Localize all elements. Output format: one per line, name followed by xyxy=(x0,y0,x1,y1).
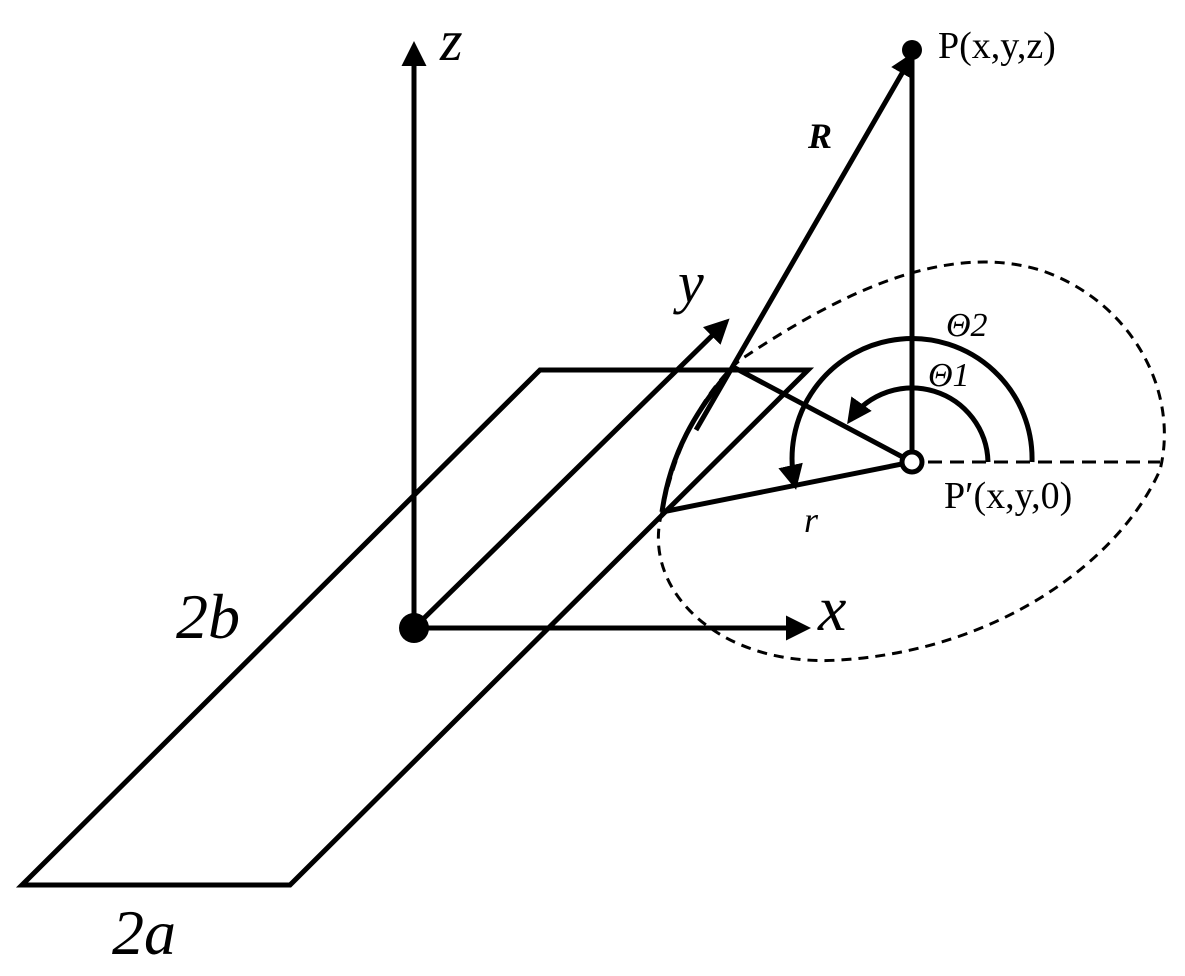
origin-point xyxy=(399,613,429,643)
point-P-prime xyxy=(899,449,925,475)
theta1-label: Θ1 xyxy=(928,357,970,394)
y-axis-label: y xyxy=(673,250,704,315)
dim-2a-label: 2a xyxy=(112,897,176,968)
vector-R xyxy=(693,51,915,432)
rectangular-plate xyxy=(15,367,815,888)
radius-r-label: r xyxy=(804,500,819,540)
theta2-label: Θ2 xyxy=(946,307,988,344)
theta2-arc xyxy=(778,336,1035,490)
z-axis-label: z xyxy=(439,8,463,73)
theta1-arc xyxy=(847,385,991,463)
y-axis xyxy=(412,318,730,630)
dashed-ellipse xyxy=(656,260,1166,663)
dim-2b-label: 2b xyxy=(176,581,240,652)
point-P-prime-label: P′(x,y,0) xyxy=(944,475,1072,517)
radius-r-line xyxy=(661,459,913,515)
x-axis-label: x xyxy=(817,573,846,644)
line-to-plate-corner xyxy=(733,365,914,465)
point-P-label: P(x,y,z) xyxy=(938,25,1056,67)
point-P xyxy=(902,40,922,60)
vector-R-label: R xyxy=(807,116,832,156)
solid-arc xyxy=(659,363,737,513)
